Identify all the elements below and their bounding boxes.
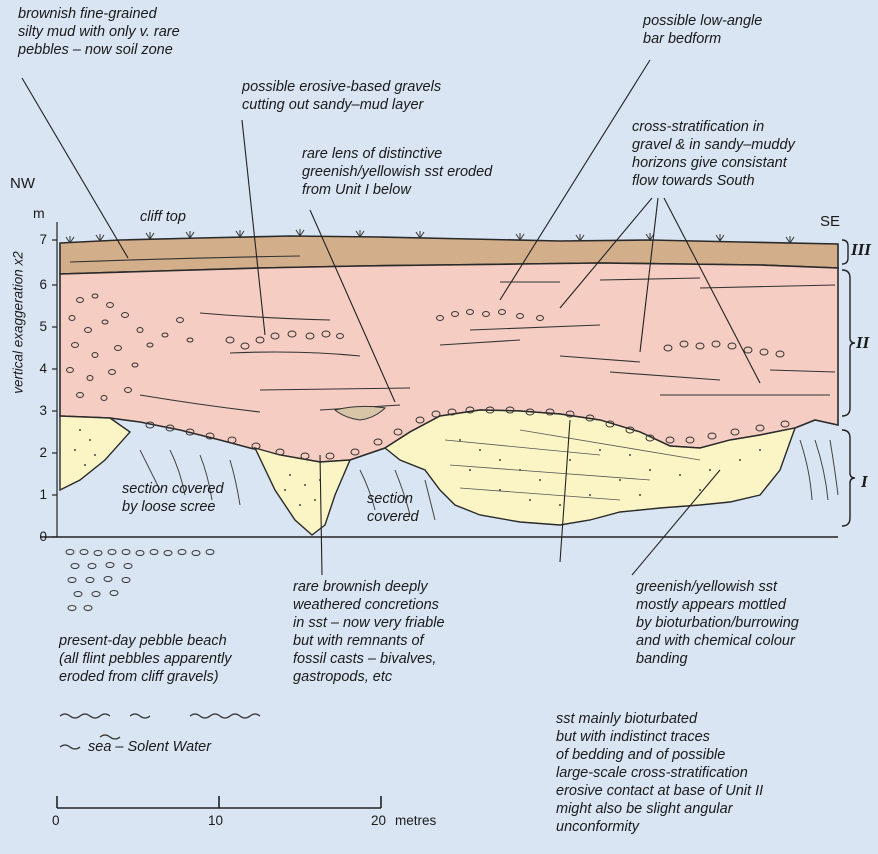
label-metres-unit: m xyxy=(33,205,45,221)
y-tick-label: 2 xyxy=(27,445,47,460)
annotation-cross-stratification: cross-stratification in gravel & in sand… xyxy=(632,118,795,190)
label-se: SE xyxy=(820,213,840,230)
annotation-sea: sea – Solent Water xyxy=(88,738,211,756)
y-tick-label: 6 xyxy=(27,277,47,292)
unit-ii-label: II xyxy=(856,333,869,353)
unit-ii-bracket xyxy=(842,270,855,416)
annotation-section-covered: section covered xyxy=(367,490,419,526)
scale-tick-label: 10 xyxy=(208,813,223,828)
y-tick-label: 7 xyxy=(27,232,47,247)
y-tick-label: 0 xyxy=(27,529,47,544)
annotation-pebble-beach: present-day pebble beach (all flint pebb… xyxy=(59,632,232,686)
unit-i-outcrop-left xyxy=(60,416,130,490)
scale-tick-label: 0 xyxy=(52,813,60,828)
unit-i-outcrop-central xyxy=(255,448,350,535)
scale-bar xyxy=(57,796,381,808)
unit-i-bracket xyxy=(842,430,855,526)
scale-unit-label: metres xyxy=(395,813,436,828)
y-tick-label: 4 xyxy=(27,361,47,376)
annotation-rare-lens: rare lens of distinctive greenish/yellow… xyxy=(302,145,492,199)
y-axis-label: vertical exaggeration x2 xyxy=(11,243,26,403)
scale-tick-label: 20 xyxy=(371,813,386,828)
y-tick-label: 5 xyxy=(27,319,47,334)
unit-iii-bracket xyxy=(842,240,848,264)
annotation-erosive-gravels: possible erosive-based gravels cutting o… xyxy=(242,78,441,114)
unit-i-label: I xyxy=(861,472,868,492)
y-tick-label: 3 xyxy=(27,403,47,418)
label-nw: NW xyxy=(10,175,35,192)
unit-iii-label: III xyxy=(851,240,871,260)
annotation-greenish-sst: greenish/yellowish sst mostly appears mo… xyxy=(636,578,799,668)
annotation-sst-bioturbated: sst mainly bioturbated but with indistin… xyxy=(556,710,763,836)
annotation-low-angle-bar: possible low-angle bar bedform xyxy=(643,12,762,48)
y-tick-label: 1 xyxy=(27,487,47,502)
annotation-loose-scree: section covered by loose scree xyxy=(122,480,224,516)
annotation-soil-zone: brownish fine-grained silty mud with onl… xyxy=(18,5,180,59)
annotation-concretions: rare brownish deeply weathered concretio… xyxy=(293,578,445,686)
annotation-cliff-top: cliff top xyxy=(140,208,186,226)
